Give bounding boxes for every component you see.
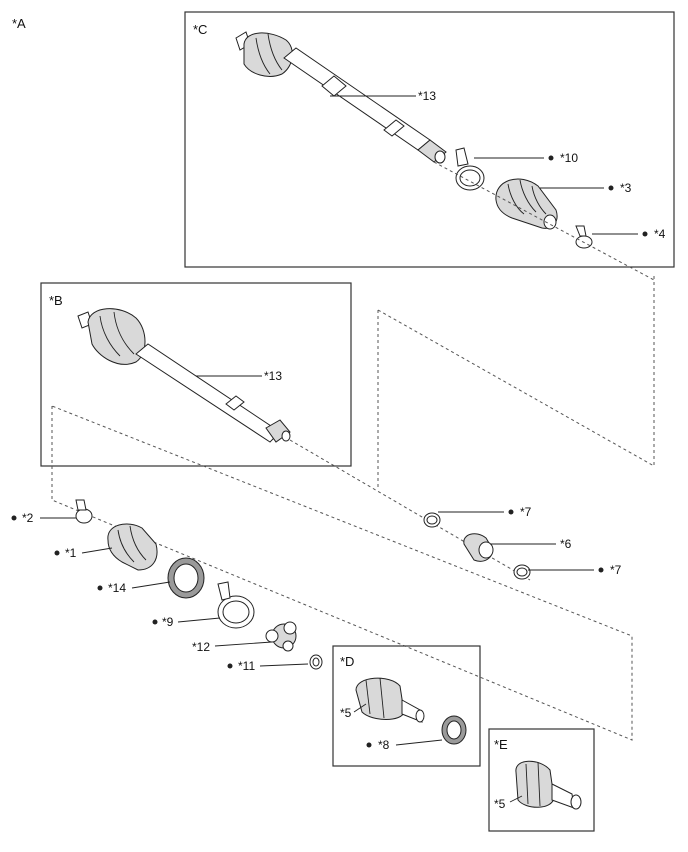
callout-14: *14 [108, 581, 126, 595]
callout-1: *1 [65, 546, 77, 560]
frame-b [40, 282, 352, 467]
inboard-joint-5-d [355, 677, 425, 723]
clip-4 [575, 225, 593, 249]
snap-ring-11 [309, 654, 323, 670]
boot-3 [495, 178, 558, 230]
clamp-10 [455, 147, 485, 191]
callout-7-a: *7 [520, 505, 532, 519]
view-label-a: *A [12, 16, 26, 31]
tripod-joint-12 [265, 621, 297, 652]
drive-shaft-c [235, 31, 447, 164]
frame-c [184, 11, 675, 268]
callout-5-d: *5 [340, 706, 352, 720]
dash-outline-upper [377, 276, 655, 467]
callout-8: *8 [378, 738, 390, 752]
housing-seal-14 [167, 557, 205, 599]
callout-3: *3 [620, 181, 632, 195]
callout-10: *10 [560, 151, 578, 165]
clamp-9 [217, 581, 255, 629]
callout-2: *2 [22, 511, 34, 525]
view-label-d: *D [340, 654, 354, 669]
snap-ring-7a [423, 512, 441, 528]
callout-11: *11 [238, 659, 255, 673]
callout-6: *6 [560, 537, 572, 551]
inboard-joint-5-e [515, 760, 582, 810]
clamp-2 [75, 499, 93, 524]
callout-9: *9 [162, 615, 174, 629]
callout-5-e: *5 [494, 797, 506, 811]
seal-8 [441, 715, 467, 745]
view-label-e: *E [494, 737, 508, 752]
callout-13-b: *13 [264, 369, 282, 383]
frame-d [332, 645, 481, 767]
callout-7-b: *7 [610, 563, 622, 577]
callout-13-c: *13 [418, 89, 436, 103]
boot-1 [107, 523, 158, 571]
dash-outline-lower [51, 405, 633, 741]
damper-6 [463, 533, 494, 562]
view-label-b: *B [49, 293, 63, 308]
frame-e [488, 728, 595, 832]
snap-ring-7b [513, 564, 531, 580]
callout-4: *4 [654, 227, 666, 241]
callout-12: *12 [192, 640, 210, 654]
view-label-c: *C [193, 22, 207, 37]
drive-shaft-b [77, 308, 291, 443]
axis-line-b [289, 439, 531, 581]
